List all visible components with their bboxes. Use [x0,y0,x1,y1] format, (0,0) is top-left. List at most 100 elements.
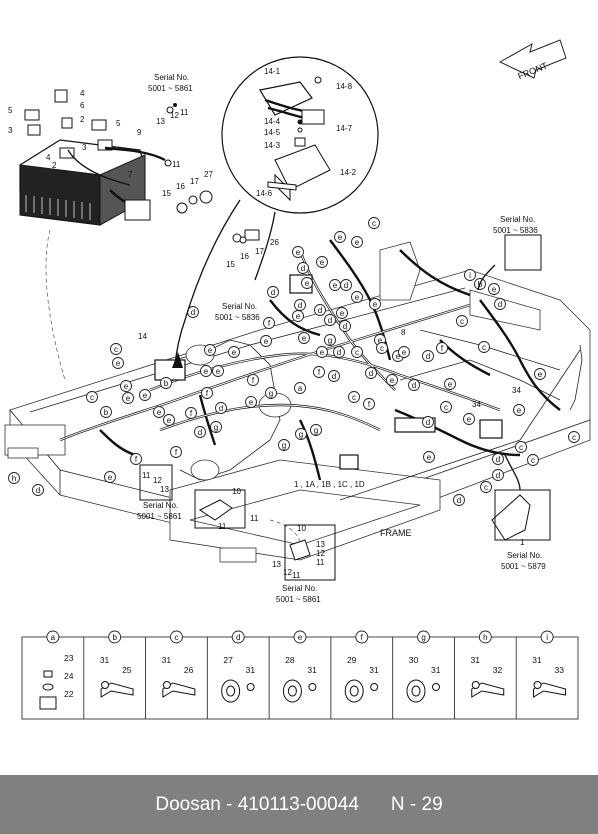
harness-marker-letter: e [402,348,407,357]
harness-marker-letter: d [219,404,223,413]
callout-battery-2: 5 [8,106,13,115]
harness-marker-letter: e [320,258,325,267]
legend-letter: f [361,633,364,642]
harness-marker-letter: d [337,348,341,357]
callout-mid-4: 14 [138,332,147,341]
harness-marker-letter: a [298,384,303,393]
harness-marker-circle [334,231,346,243]
harness-diagram: FRONT [4,39,591,720]
wire-harness [59,239,583,481]
harness-marker-letter: e [390,376,395,385]
legend-letter: c [174,633,178,642]
callout-battery-0: 4 [80,89,85,98]
harness-marker-letter: f [175,448,178,457]
harness-marker-letter: g [214,423,218,432]
harness-marker-46: e [200,365,212,377]
legend-letter-circle [478,630,492,644]
harness-marker-89: d [215,402,227,414]
harness-marker-circle [210,421,222,433]
harness-marker-letter: d [369,369,373,378]
harness-marker-circle [348,391,360,403]
harness-marker-circle [163,414,175,426]
harness-marker-letter: d [498,300,502,309]
harness-marker-circle [408,379,420,391]
legend-letter: b [112,633,117,642]
harness-marker-circle [444,378,456,390]
harness-marker-letter: e [305,279,310,288]
callout-battery-11: 2 [52,161,57,170]
callout-battery-14: 7 [128,170,133,179]
callout-battery-13: 11 [172,160,181,169]
harness-marker-36: e [260,335,272,347]
screw-drawing [246,683,255,691]
harness-marker-letter: e [396,352,401,361]
legend-part-number: 33 [555,665,565,675]
harness-marker-letter: c [482,343,486,352]
harness-marker-88: e [212,365,224,377]
callout-battery-1: 6 [80,101,85,110]
harness-marker-59: c [568,431,580,443]
harness-marker-circle [215,402,227,414]
harness-marker-circle [422,416,434,428]
harness-marker-letter: d [198,428,202,437]
legend-part-number: 29 [347,655,357,665]
harness-marker-circle [324,314,336,326]
serial-note-0-range: 5001 ~ 5861 [148,84,193,93]
harness-marker-64: d [453,494,465,506]
harness-marker-17: d [324,314,336,326]
harness-marker-circle [263,317,275,329]
harness-marker-letter: f [206,389,209,398]
callout-mid-14: 13 [160,485,169,494]
harness-marker-letter: d [426,418,430,427]
harness-marker-72: e [163,414,175,426]
harness-marker-letter: e [143,391,148,400]
harness-marker-circle [456,315,468,327]
harness-marker-circle [200,365,212,377]
legend-letter-circle [231,630,245,644]
harness-marker-circle [464,269,476,281]
legend-letter-circle [355,630,369,644]
harness-marker-58: c [440,401,452,413]
battery-callouts: 4 6 5 2 3 13 12 11 5 9 4 2 3 11 7 27 17 … [8,89,213,198]
harness-marker-84: g [295,428,307,440]
harness-marker-letter: d [332,372,336,381]
harness-marker-circle [478,341,490,353]
callout-battery-18: 15 [162,189,171,198]
harness-marker-47: a [294,382,306,394]
callout-detail-3: 14-5 [264,128,281,137]
harness-marker-circle [260,335,272,347]
harness-marker-letter: e [492,285,497,294]
harness-marker-letter: g [314,426,318,435]
harness-marker-letter: e [167,416,172,425]
harness-marker-75: f [185,407,197,419]
harness-marker-circle [386,374,398,386]
harness-marker-circle [100,406,112,418]
harness-marker-letter: b [104,408,109,417]
clip-i-drawing [533,682,567,698]
harness-marker-letter: c [380,344,384,353]
harness-marker-3: e [292,246,304,258]
legend-part-number: 31 [100,655,110,665]
harness-marker-letter: c [114,345,118,354]
callout-battery-4: 3 [8,126,13,135]
harness-marker-circle [368,217,380,229]
harness-marker-letter: d [343,322,347,331]
legend-letter: h [483,633,487,642]
harness-marker-letter: e [517,406,522,415]
harness-marker-letter: e [355,238,360,247]
harness-marker-letter: e [448,380,453,389]
harness-marker-letter: d [496,471,500,480]
harness-marker-circle [351,346,363,358]
harness-marker-circle [32,484,44,496]
harness-marker-circle [328,370,340,382]
harness-marker-letter: g [282,441,286,450]
harness-marker-circle [245,396,257,408]
detail-callout-14 [172,56,379,368]
legend-letter-circle [293,630,307,644]
legend-part-number: 31 [431,665,441,675]
